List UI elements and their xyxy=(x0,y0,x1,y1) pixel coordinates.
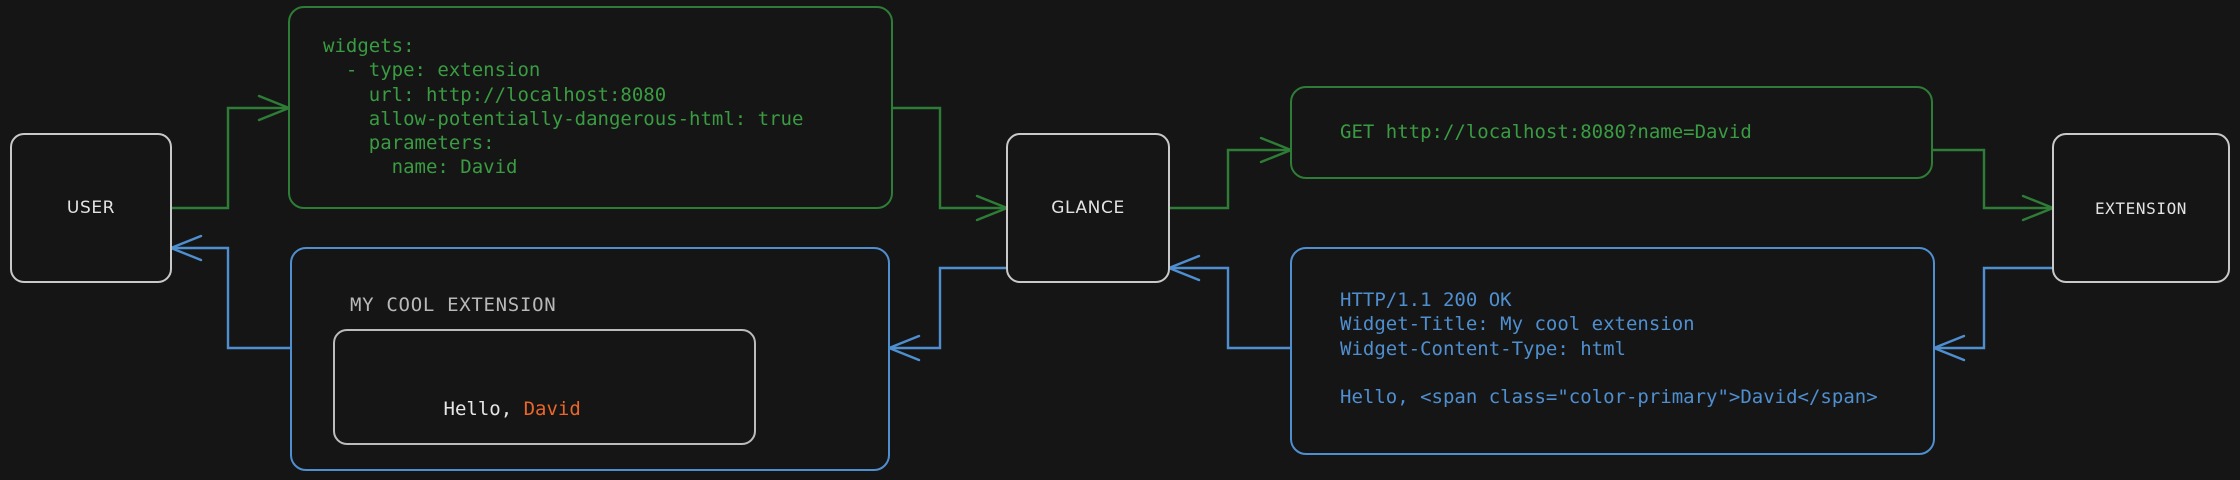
node-glance[interactable]: GLANCE xyxy=(1006,133,1170,283)
arrowhead-glance-in xyxy=(975,194,1009,222)
bubble-http-request: GET http://localhost:8080?name=David xyxy=(1290,86,1933,179)
bubble-http-response: HTTP/1.1 200 OK Widget-Title: My cool ex… xyxy=(1290,247,1935,455)
arrowhead-extension-in xyxy=(2021,194,2055,222)
wire-response-to-glance xyxy=(1170,266,1290,350)
node-glance-label: GLANCE xyxy=(1051,198,1125,218)
arrowhead-config-in xyxy=(257,94,291,122)
widget-greeting-name: David xyxy=(523,398,581,420)
widget-greeting-prefix: Hello, xyxy=(443,398,524,420)
bubble-config-yaml: widgets: - type: extension url: http://l… xyxy=(288,6,893,209)
wire-config-to-glance xyxy=(893,106,1006,210)
node-extension-label: EXTENSION xyxy=(2094,198,2188,218)
http-response-text: HTTP/1.1 200 OK Widget-Title: My cool ex… xyxy=(1340,289,1878,409)
wire-widget-to-user xyxy=(172,246,290,350)
wire-glance-to-request xyxy=(1170,148,1290,210)
node-user[interactable]: USER xyxy=(10,133,172,283)
wire-glance-to-widget xyxy=(890,266,1006,350)
arrowhead-response-in xyxy=(1932,334,1966,362)
widget-preview-title: MY COOL EXTENSION xyxy=(350,294,557,316)
wire-request-to-extension xyxy=(1933,148,2052,210)
wire-extension-to-response xyxy=(1935,266,2052,350)
node-user-label: USER xyxy=(66,198,116,218)
http-request-text: GET http://localhost:8080?name=David xyxy=(1340,121,1752,144)
arrowhead-glance-back-in xyxy=(1167,254,1201,282)
widget-preview-body: Hello, David xyxy=(352,376,581,442)
widget-preview-card: Hello, David xyxy=(333,329,756,445)
arrowhead-widget-in xyxy=(887,334,921,362)
arrowhead-request-in xyxy=(1259,136,1293,164)
bubble-widget-preview: MY COOL EXTENSION Hello, David xyxy=(290,247,890,471)
config-yaml-text: widgets: - type: extension url: http://l… xyxy=(323,35,804,179)
node-extension[interactable]: EXTENSION xyxy=(2052,133,2230,283)
arrowhead-user-in xyxy=(169,234,203,262)
wire-user-to-config xyxy=(172,106,288,210)
